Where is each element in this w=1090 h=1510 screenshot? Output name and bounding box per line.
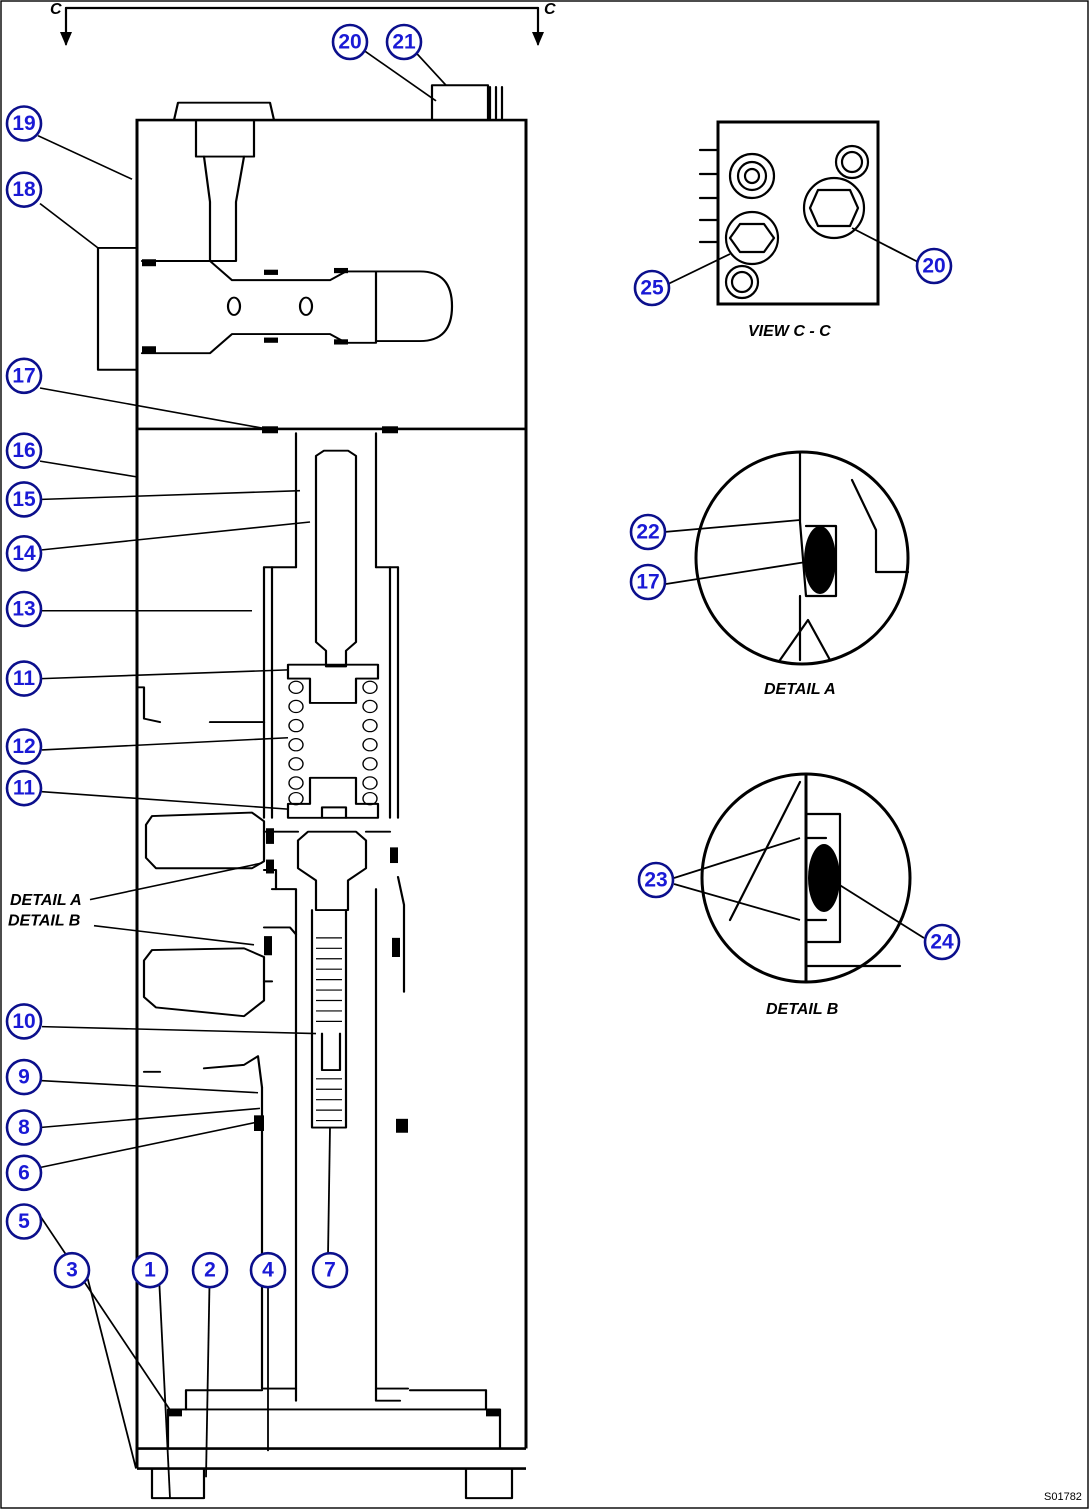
section-label-left: C xyxy=(50,1,62,18)
valve-cross-section xyxy=(96,84,528,1500)
callout-9: 9 xyxy=(5,1058,43,1096)
callout-20-view: 20 xyxy=(915,247,953,285)
svg-text:25: 25 xyxy=(640,277,664,300)
callout-11-lower: 11 xyxy=(5,769,43,807)
svg-text:18: 18 xyxy=(12,178,36,201)
svg-text:16: 16 xyxy=(12,439,35,462)
leader-lines xyxy=(37,49,447,1499)
spring-coils xyxy=(288,680,378,806)
callout-20-main: 20 xyxy=(331,23,369,61)
svg-text:24: 24 xyxy=(930,931,954,954)
callout-24: 24 xyxy=(923,923,961,961)
svg-text:1: 1 xyxy=(144,1259,156,1282)
svg-text:3: 3 xyxy=(66,1259,78,1282)
view-cc-caption: VIEW C - C xyxy=(748,323,831,340)
drawing-id: S01782 xyxy=(1044,1491,1082,1503)
svg-text:17: 17 xyxy=(636,571,659,594)
svg-text:15: 15 xyxy=(12,488,36,511)
svg-text:23: 23 xyxy=(644,869,667,892)
section-line: C C xyxy=(50,1,556,46)
callout-19: 19 xyxy=(5,105,43,142)
svg-text:8: 8 xyxy=(18,1116,30,1139)
svg-text:10: 10 xyxy=(12,1010,35,1033)
callout-3: 3 xyxy=(53,1251,91,1289)
callout-21: 21 xyxy=(385,23,423,61)
svg-text:11: 11 xyxy=(13,777,36,800)
section-label-right: C xyxy=(544,1,556,18)
svg-text:12: 12 xyxy=(12,735,35,758)
svg-text:9: 9 xyxy=(18,1066,30,1089)
callout-12: 12 xyxy=(5,728,43,765)
svg-text:22: 22 xyxy=(636,521,659,544)
callout-8: 8 xyxy=(5,1109,43,1146)
callout-13: 13 xyxy=(5,590,43,628)
callout-23: 23 xyxy=(637,861,675,899)
callout-25: 25 xyxy=(633,269,671,307)
detail-b-reference: DETAIL B xyxy=(8,913,80,930)
callout-17-main: 17 xyxy=(5,357,43,395)
detail-b: DETAIL B xyxy=(673,772,925,1018)
detail-a: DETAIL A xyxy=(663,450,910,698)
callout-bubbles: 1 2 3 4 5 6 7 8 9 10 11 11 12 13 14 15 1… xyxy=(5,23,961,1289)
callout-15: 15 xyxy=(5,481,43,518)
detail-b-caption: DETAIL B xyxy=(766,1001,838,1018)
callout-4: 4 xyxy=(249,1251,287,1289)
detail-a-caption: DETAIL A xyxy=(764,681,836,698)
svg-text:11: 11 xyxy=(13,667,36,690)
callout-6: 6 xyxy=(5,1154,43,1192)
callout-22: 22 xyxy=(629,513,667,551)
callout-17-detail: 17 xyxy=(629,563,667,601)
svg-text:2: 2 xyxy=(204,1259,216,1282)
svg-text:17: 17 xyxy=(12,364,35,387)
svg-text:19: 19 xyxy=(12,112,35,135)
svg-text:20: 20 xyxy=(922,255,945,278)
callout-16: 16 xyxy=(5,432,43,470)
detail-a-reference: DETAIL A xyxy=(10,892,82,909)
svg-text:5: 5 xyxy=(18,1210,30,1233)
callout-7: 7 xyxy=(311,1251,349,1289)
callout-5: 5 xyxy=(5,1203,43,1240)
svg-text:13: 13 xyxy=(12,598,35,621)
callout-10: 10 xyxy=(5,1003,43,1040)
callout-1: 1 xyxy=(131,1251,169,1289)
view-cc: VIEW C - C xyxy=(663,120,919,340)
callout-14: 14 xyxy=(5,534,43,572)
callout-18: 18 xyxy=(5,171,43,208)
callout-11-upper: 11 xyxy=(5,660,43,697)
svg-text:20: 20 xyxy=(338,31,361,54)
svg-text:7: 7 xyxy=(324,1259,336,1282)
svg-text:6: 6 xyxy=(18,1161,30,1184)
svg-text:4: 4 xyxy=(262,1259,274,1282)
svg-text:21: 21 xyxy=(392,31,416,54)
callout-2: 2 xyxy=(191,1251,229,1289)
svg-text:14: 14 xyxy=(12,542,36,565)
